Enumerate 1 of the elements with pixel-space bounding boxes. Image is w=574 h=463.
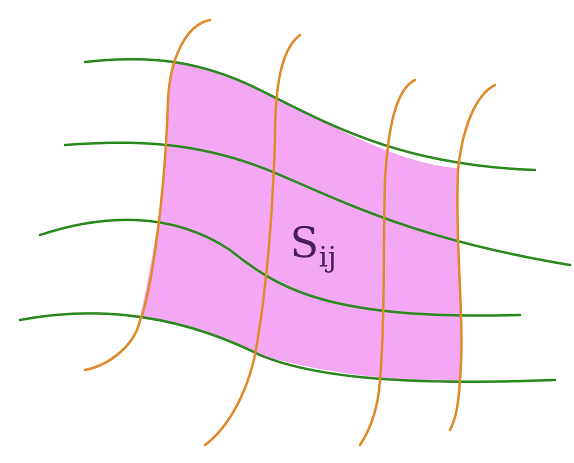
surface-label: S$_{ij}$ [290, 222, 336, 272]
